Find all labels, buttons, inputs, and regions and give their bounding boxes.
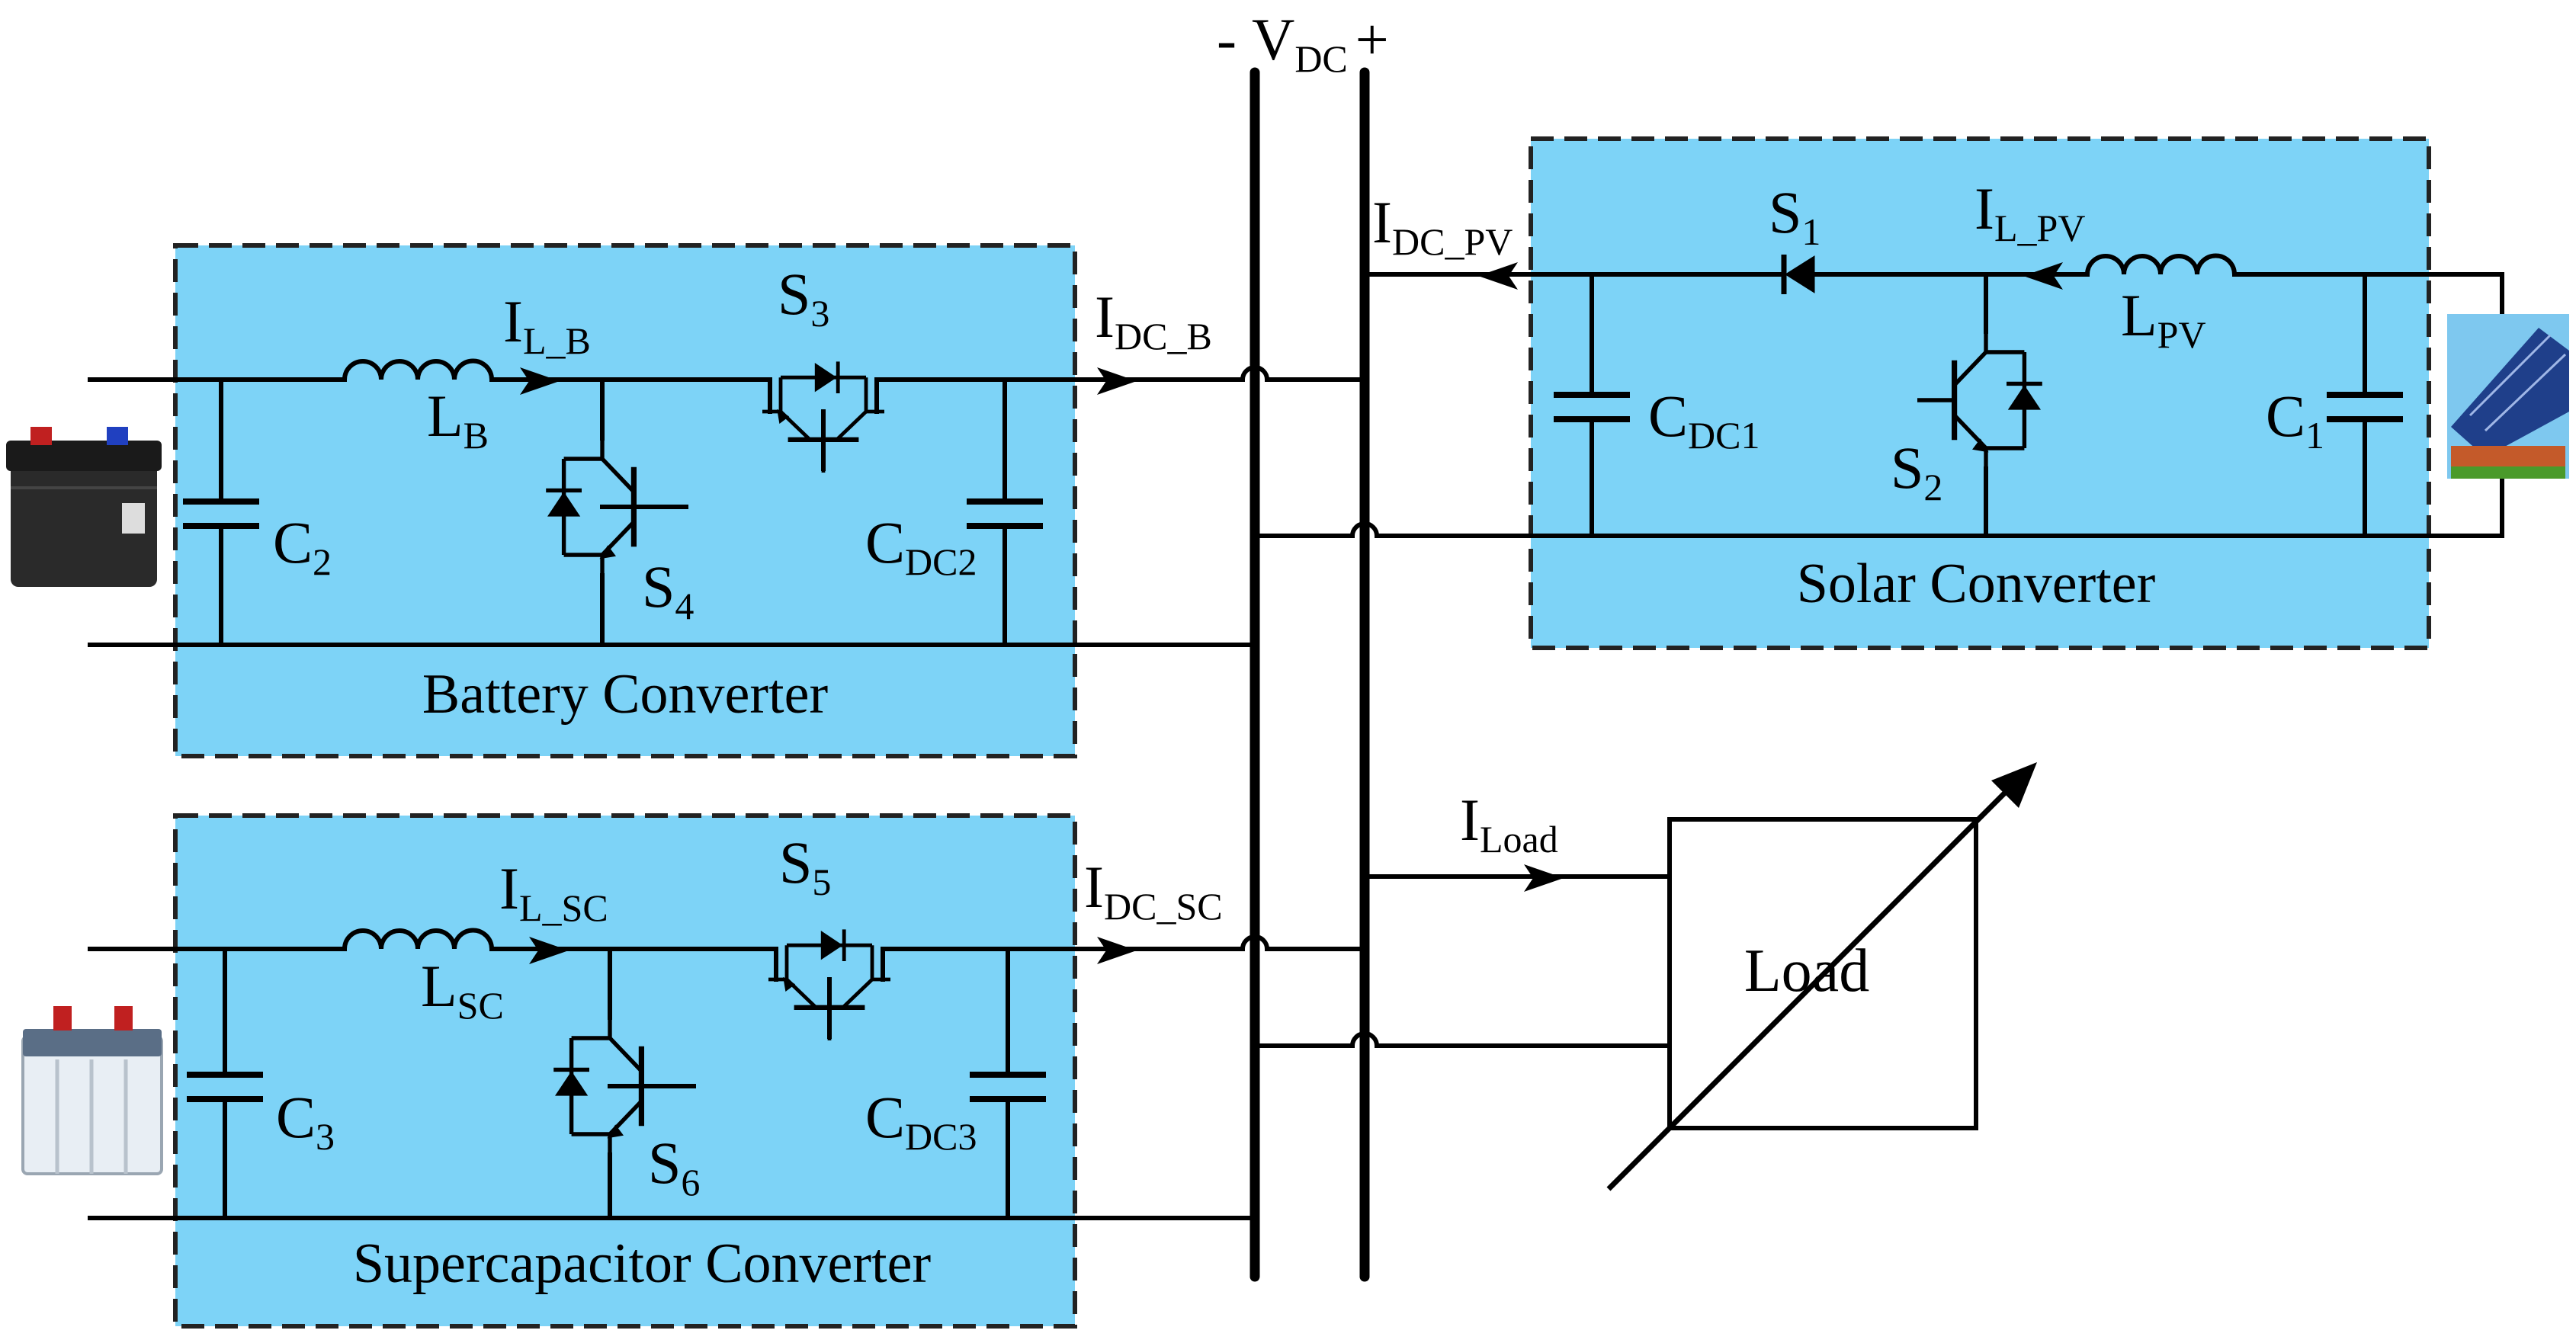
battery-converter-box [173, 243, 1077, 758]
battery-dc-current-label: IDC_B [1095, 284, 1212, 357]
battery-s4-label: S4 [642, 553, 694, 627]
load-box [1667, 817, 1978, 1130]
battery-icon [6, 427, 162, 587]
load-bottom-wire [1253, 1031, 1672, 1048]
battery-cap-in-label: C2 [273, 509, 332, 583]
solar-cap-in-label: C1 [2266, 383, 2324, 457]
solar-top-wire [1362, 272, 2504, 316]
supercap-inductor [342, 928, 495, 952]
dc-bus-plus: + [1355, 6, 1389, 72]
solar-inductor [2084, 253, 2238, 277]
battery-cap-out-label: CDC2 [865, 509, 977, 583]
supercap-cap-out-label: CDC3 [865, 1084, 977, 1158]
supercapacitor-icon [21, 1006, 163, 1175]
solar-diode-s1 [1781, 255, 1815, 294]
solar-cap-out-label: CDC1 [1648, 383, 1760, 457]
supercap-converter [88, 928, 1367, 1220]
solar-bottom-wire [1253, 476, 2504, 538]
load-variable-arrow [1606, 790, 2007, 1191]
solar-title: Solar Converter [1797, 553, 2156, 615]
solar-diode-label: S1 [1769, 179, 1821, 253]
supercap-cap-in-label: C3 [276, 1084, 335, 1158]
load-current-label: ILoad [1460, 787, 1558, 861]
solar-converter-box [1529, 136, 2431, 650]
dc-bus-minus: - [1217, 6, 1237, 72]
battery-inductor [342, 358, 495, 383]
supercap-converter-box [173, 813, 1077, 1329]
battery-converter [88, 358, 1367, 647]
supercap-s6-label: S6 [648, 1130, 700, 1204]
supercap-cap-out [970, 1072, 1046, 1102]
battery-inductor-label: LB [427, 383, 489, 457]
supercap-s5-label: S5 [779, 829, 831, 903]
solar-panel-icon [2447, 314, 2569, 479]
dc-bus-v: V [1252, 6, 1294, 72]
battery-current-label: IL_B [503, 288, 591, 362]
load-label: Load [1744, 938, 1869, 1005]
solar-dc-current-label: IDC_PV [1372, 189, 1513, 263]
solar-current-label: IL_PV [1975, 175, 2085, 249]
battery-cap-out [967, 498, 1043, 529]
solar-s2-label: S2 [1891, 434, 1942, 508]
load-variable-arrowhead [1991, 762, 2037, 808]
solar-converter [1253, 253, 2504, 538]
dc-bus-label: -VDC+ [1217, 6, 1389, 80]
dc-bus-sub: DC [1294, 37, 1347, 80]
solar-cap-in [2327, 392, 2403, 422]
battery-title: Battery Converter [422, 663, 828, 726]
battery-s3-label: S3 [778, 261, 829, 335]
supercap-cap-in [187, 1072, 263, 1102]
supercap-dc-current-label: IDC_SC [1084, 854, 1223, 928]
supercap-title: Supercapacitor Converter [353, 1232, 931, 1295]
supercap-inductor-label: LSC [421, 953, 504, 1027]
load-branch [1253, 762, 2037, 1191]
solar-inductor-label: LPV [2121, 282, 2206, 356]
supercap-current-label: IL_SC [499, 855, 608, 929]
battery-cap-in [183, 498, 259, 529]
solar-cap-out [1554, 392, 1630, 422]
